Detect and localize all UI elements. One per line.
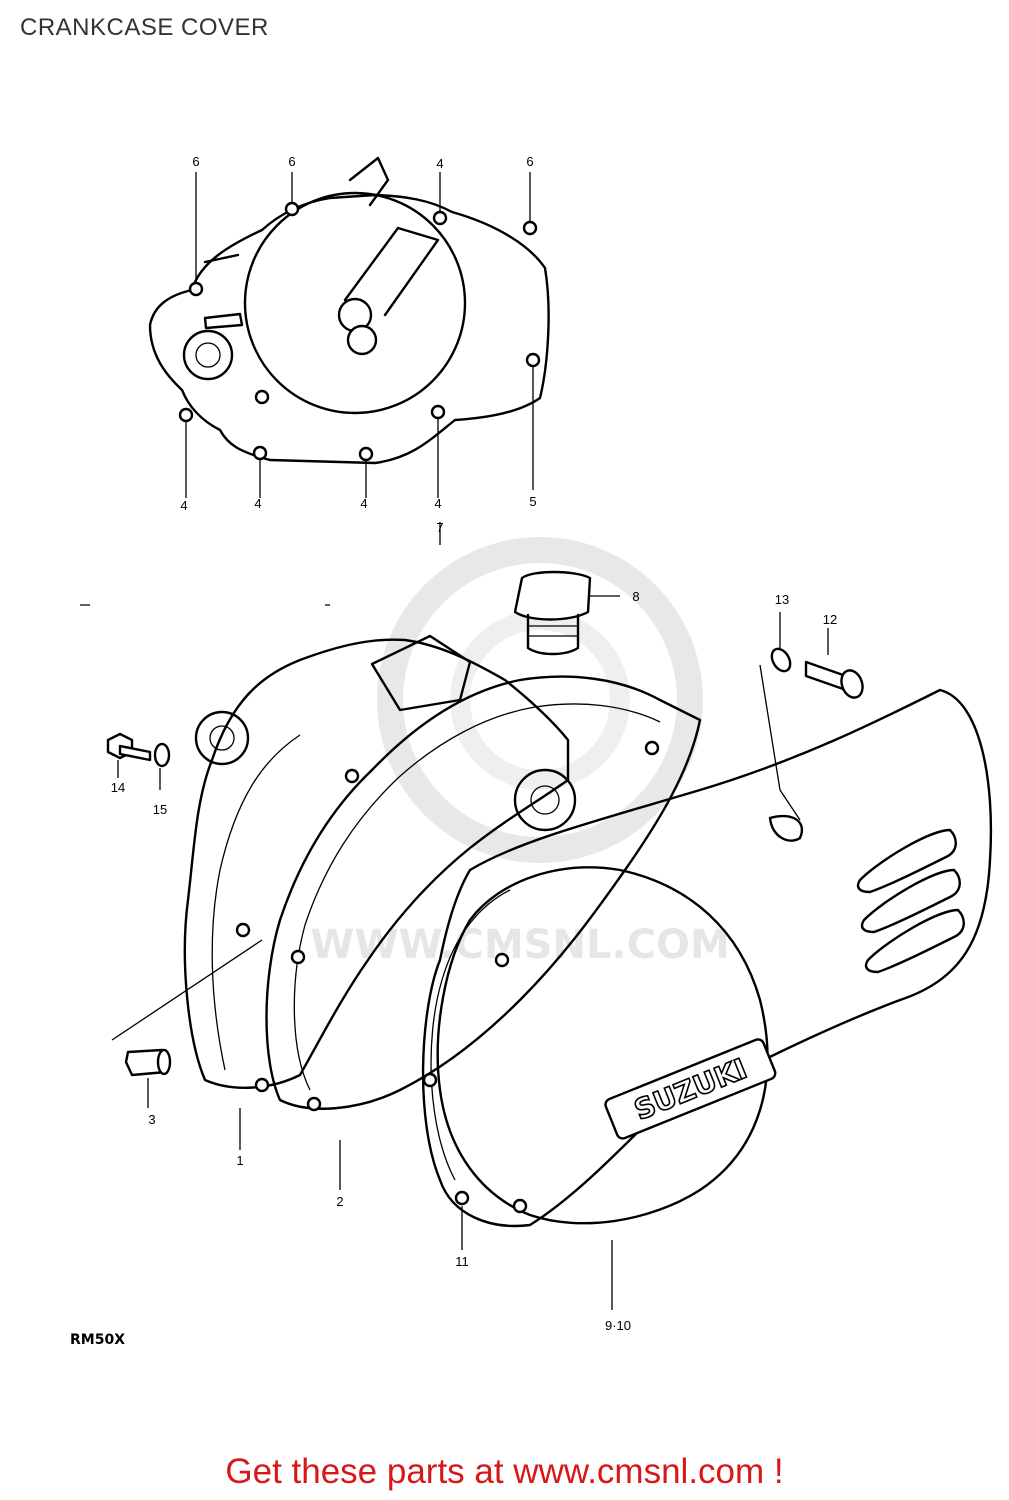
callout-3: 3 bbox=[148, 1112, 155, 1127]
model-label: RM50X bbox=[70, 1332, 125, 1348]
clutch-cover-drawing bbox=[148, 156, 550, 498]
suzuki-logo: SUZUKI bbox=[630, 1052, 752, 1127]
callout-1: 1 bbox=[236, 1153, 243, 1168]
callout-6: 6 bbox=[288, 154, 295, 169]
callout-6: 6 bbox=[526, 154, 533, 169]
callout-13: 13 bbox=[775, 592, 789, 607]
callout-5: 5 bbox=[529, 494, 536, 509]
callout-4: 4 bbox=[180, 498, 187, 513]
callout-14: 14 bbox=[111, 780, 125, 795]
callout-7: 7 bbox=[436, 520, 443, 535]
callout-8: 8 bbox=[632, 589, 639, 604]
watermark-text: WWW.CMSNL.COM bbox=[310, 922, 730, 968]
callout-4: 4 bbox=[436, 156, 443, 171]
callout-9-10: 9·10 bbox=[605, 1318, 631, 1333]
callout-4: 4 bbox=[434, 496, 441, 511]
callout-6: 6 bbox=[192, 154, 199, 169]
callout-2: 2 bbox=[336, 1194, 343, 1209]
callout-11: 11 bbox=[455, 1254, 469, 1269]
footer-link-text[interactable]: Get these parts at www.cmsnl.com ! bbox=[225, 1452, 784, 1491]
crankcase-assembly-drawing: SUZUKI bbox=[80, 522, 993, 1310]
callout-4: 4 bbox=[254, 496, 261, 511]
callout-12: 12 bbox=[823, 612, 837, 627]
parts-diagram: WWW.CMSNL.COM bbox=[70, 154, 993, 1348]
callout-4: 4 bbox=[360, 496, 367, 511]
callout-15: 15 bbox=[153, 802, 167, 817]
callout-labels: 6 6 4 6 4 4 4 4 5 7 8 13 12 14 15 3 1 2 … bbox=[70, 154, 837, 1348]
page-title: CRANKCASE COVER bbox=[20, 14, 269, 41]
